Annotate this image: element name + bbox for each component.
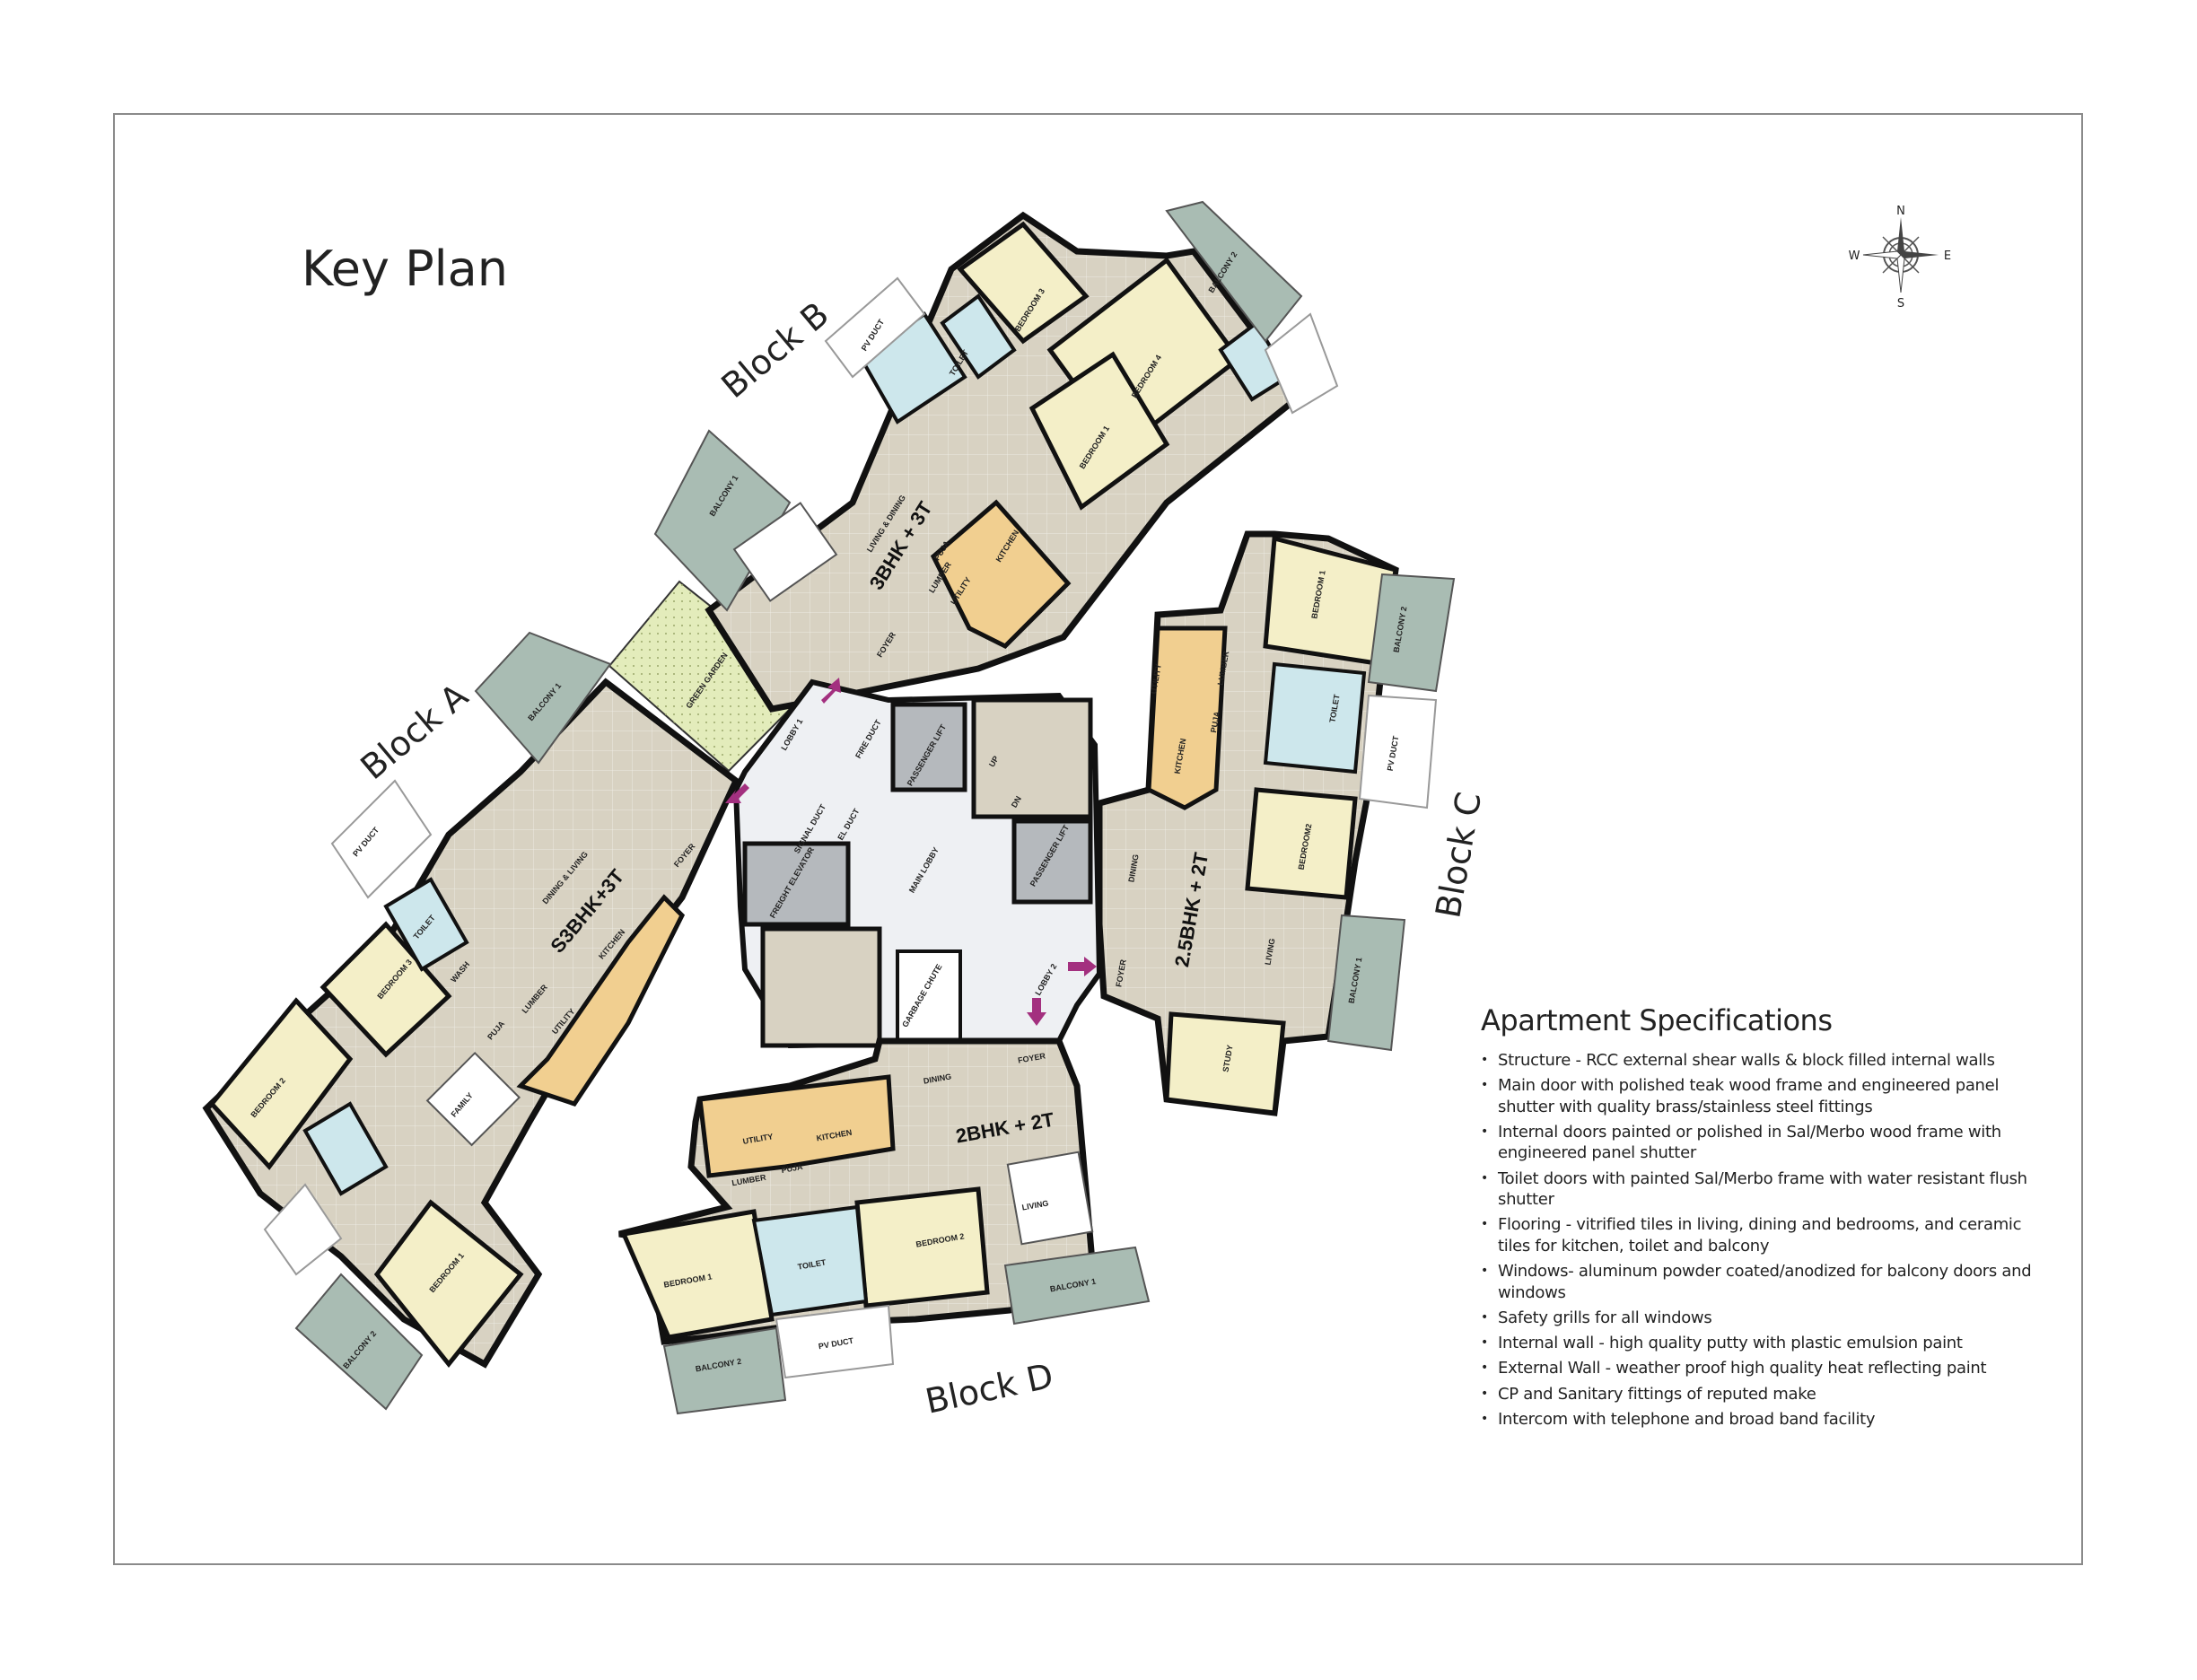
spec-item: External Wall - weather proof high quali…: [1481, 1358, 2037, 1379]
block-a-label: Block A: [354, 676, 476, 787]
spec-item: Toilet doors with painted Sal/Merbo fram…: [1481, 1168, 2037, 1211]
staircase-2: [760, 926, 882, 1048]
spec-item: Internal wall - high quality putty with …: [1481, 1333, 2037, 1354]
spec-item: Safety grills for all windows: [1481, 1308, 2037, 1329]
block-b-label: Block B: [714, 294, 836, 406]
room-label: PUJA: [781, 1162, 804, 1175]
staircase-1: [971, 697, 1093, 819]
room-label: W: [1849, 249, 1860, 263]
room-label: E: [1944, 249, 1951, 263]
spec-item: Internal doors painted or polished in Sa…: [1481, 1122, 2037, 1164]
room-label: N: [1896, 205, 1905, 218]
arrow-down-icon: [1027, 998, 1046, 1026]
room-label: S: [1897, 297, 1904, 311]
green-garden: GREEN GARDEN: [608, 580, 814, 773]
block-d-plan: 2BHK + 2T DINING KITCHEN UTILITY LUMBER …: [618, 1037, 1151, 1422]
block-c-label: Block C: [1428, 789, 1489, 921]
freight-elevator: [742, 841, 851, 927]
entry-arrows: [725, 678, 1097, 1026]
arrow-right-icon: [1068, 957, 1097, 976]
room-label: PUJA: [1209, 710, 1221, 733]
spec-item: Intercom with telephone and broad band f…: [1481, 1409, 2037, 1431]
spec-item: CP and Sanitary fittings of reputed make: [1481, 1384, 2037, 1405]
spec-item: Flooring - vitrified tiles in living, di…: [1481, 1214, 2037, 1256]
specifications-heading: Apartment Specifications: [1481, 1003, 1833, 1037]
spec-item: Windows- aluminum powder coated/anodized…: [1481, 1261, 2037, 1303]
page-title: Key Plan: [302, 241, 508, 297]
compass-rose-icon: N S E W: [1849, 205, 1952, 311]
spec-item: Structure - RCC external shear walls & b…: [1481, 1050, 2037, 1072]
block-d-label: Block D: [922, 1356, 1056, 1422]
block-c-plan: 2.5BHK + 2T LIVING DINING KITCHEN UTILIT…: [1096, 530, 1489, 1116]
plan-frame: [113, 113, 2083, 1565]
arrow-up-icon: [821, 678, 841, 704]
spec-item: Main door with polished teak wood frame …: [1481, 1075, 2037, 1117]
passenger-lift-2: [1011, 818, 1093, 905]
arrow-down-left-icon: [725, 783, 749, 803]
block-a-plan: S3BHK+3T DINING & LIVING KITCHEN UTILITY…: [202, 631, 740, 1411]
passenger-lift-1: [890, 702, 967, 792]
specifications-list: Structure - RCC external shear walls & b…: [1481, 1050, 2037, 1431]
apartment-specifications: Apartment Specifications Structure - RCC…: [1481, 1003, 2037, 1434]
core-lobby: LOBBY 1 MAIN LOBBY PASSENGER LIFT PASSEN…: [725, 678, 1103, 1049]
